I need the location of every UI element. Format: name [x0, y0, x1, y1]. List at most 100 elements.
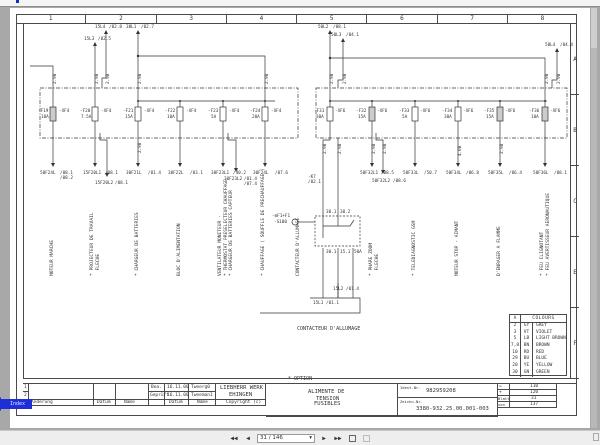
svg-text:2.9B: 2.9B — [52, 73, 58, 84]
svg-text:50F34L: 50F34L — [446, 170, 462, 176]
load-label: BLOC D'ALIMENTATION — [177, 223, 182, 276]
legend-colour: GREEN — [536, 369, 550, 375]
svg-text:15A: 15A — [486, 114, 494, 120]
copyright: Copyright (c) — [226, 400, 262, 405]
column-label: 2 — [86, 14, 157, 23]
legend-title: COLOURS — [532, 316, 555, 321]
svg-text:-F21: -F21 — [123, 108, 134, 114]
legend-num: 10 — [510, 349, 521, 357]
column-label: 3 — [157, 14, 227, 23]
svg-text:/08.1: /08.1 — [115, 180, 128, 186]
legend-num: 2 — [510, 323, 521, 330]
sheet-total: 137 — [530, 402, 539, 407]
svg-text:/04.1: /04.1 — [346, 32, 359, 38]
svg-text:-F19: -F19 — [38, 108, 49, 114]
last-page-icon[interactable]: ▶▶ — [334, 434, 342, 442]
svg-text:5A: 5A — [402, 114, 408, 120]
index-button[interactable]: Index — [0, 397, 32, 411]
legend-code: YE — [521, 363, 533, 370]
svg-text:/01.4: /01.4 — [148, 170, 161, 176]
drawing-title-2: TENSION — [316, 396, 340, 402]
drawing-number: 3380-932.25.00.001-003 — [416, 406, 489, 412]
legend-code: GN — [521, 369, 533, 377]
svg-text:15L3: 15L3 — [84, 36, 95, 42]
svg-text:-F20: -F20 — [80, 108, 91, 114]
svg-text:50A: 50A — [354, 249, 362, 255]
svg-text:2.9B: 2.9B — [499, 143, 505, 154]
legend-num: 7,8 — [510, 343, 521, 350]
svg-text:-XF6: -XF6 — [550, 108, 561, 114]
page-indicator: 31 / 146 — [260, 435, 283, 441]
legend-code: RD — [521, 349, 533, 357]
svg-text:7.5A: 7.5A — [81, 114, 92, 120]
svg-text:2.9B: 2.9B — [329, 73, 335, 84]
bearb-name: Tweerg0 — [191, 385, 210, 390]
first-page-icon[interactable]: ◀◀ — [230, 434, 238, 442]
paste-icon[interactable] — [361, 433, 371, 443]
svg-text:10A: 10A — [41, 114, 49, 120]
svg-text:50L4: 50L4 — [545, 42, 556, 48]
company-name: LIEBHERR WERK — [220, 385, 264, 391]
load-label: * TELEDIAGNOSTIC GSM — [412, 220, 417, 276]
sheet-key: von — [498, 402, 505, 407]
svg-text:30F23L1: 30F23L1 — [211, 170, 230, 176]
svg-text:2.9B: 2.9B — [371, 143, 377, 154]
gepr-name: Tweeman1 — [191, 393, 213, 398]
scrollbar-thumb[interactable] — [591, 8, 597, 48]
bearb-date: 16.11.00 — [167, 385, 189, 390]
svg-text:-XF4: -XF4 — [186, 108, 197, 114]
column-label: 4 — [227, 14, 297, 23]
svg-text:-K7: -K7 — [308, 174, 316, 180]
sheet-key: + — [499, 390, 502, 395]
svg-text:30A: 30A — [444, 114, 452, 120]
col-aenderung: Änderung — [31, 400, 53, 405]
svg-text:4.0B: 4.0B — [457, 145, 463, 156]
svg-text:-S100: -S100 — [274, 219, 287, 225]
svg-text:2.9B: 2.9B — [137, 73, 143, 84]
svg-text:30F21L: 30F21L — [126, 170, 142, 176]
column-label: 1 — [16, 14, 87, 23]
svg-text:50F24L: 50F24L — [40, 170, 56, 176]
svg-text:30F22L: 30F22L — [168, 170, 184, 176]
row-label: A — [571, 24, 579, 95]
svg-text:2.9B: 2.9B — [94, 73, 100, 84]
next-page-icon[interactable]: ▶ — [322, 434, 326, 442]
svg-text:5A: 5A — [211, 114, 217, 120]
svg-text:/08.1: /08.1 — [105, 170, 118, 176]
legend-code: BN — [521, 343, 533, 350]
legend-code: BU — [521, 356, 533, 364]
svg-text:-F32: -F32 — [356, 108, 367, 114]
svg-text:30A: 30A — [316, 114, 324, 120]
svg-text:-XF4: -XF4 — [59, 108, 70, 114]
svg-text:-XF6: -XF6 — [420, 108, 431, 114]
svg-text:-mF1+F1: -mF1+F1 — [272, 213, 291, 219]
svg-text:2.9B: 2.9B — [382, 143, 388, 154]
svg-text:-F36: -F36 — [529, 108, 540, 114]
column-ruler: 1 2 3 4 5 6 7 8 — [16, 14, 577, 24]
previous-page-icon[interactable]: ◀ — [246, 434, 250, 442]
sheet-value: 110 — [530, 384, 539, 389]
svg-text:/50.7: /50.7 — [424, 170, 437, 176]
svg-text:15L4: 15L4 — [95, 24, 106, 30]
svg-text:/08.2: /08.2 — [60, 175, 73, 181]
page-select[interactable]: 31 / 146 ▾ — [257, 433, 315, 443]
svg-text:/02.8: /02.8 — [109, 24, 122, 30]
legend-num: 3 — [510, 329, 521, 337]
svg-text:/01.1: /01.1 — [326, 300, 339, 306]
legend-code: VT — [521, 329, 533, 337]
legend-num: 20 — [510, 363, 521, 370]
column-label: 8 — [540, 15, 545, 22]
legend-num: 30 — [510, 369, 521, 377]
svg-text:-XF6: -XF6 — [335, 108, 346, 114]
vertical-scrollbar[interactable] — [591, 8, 597, 428]
copy-icon[interactable] — [347, 433, 357, 443]
datum-label: Datum — [169, 400, 183, 405]
legend-header-a: A — [510, 315, 521, 322]
svg-text:-F34: -F34 — [442, 108, 453, 114]
contactor-caption: CONTACTEUR D'ALLUMAGE — [297, 326, 361, 332]
svg-text:/02.1: /02.1 — [308, 179, 321, 185]
